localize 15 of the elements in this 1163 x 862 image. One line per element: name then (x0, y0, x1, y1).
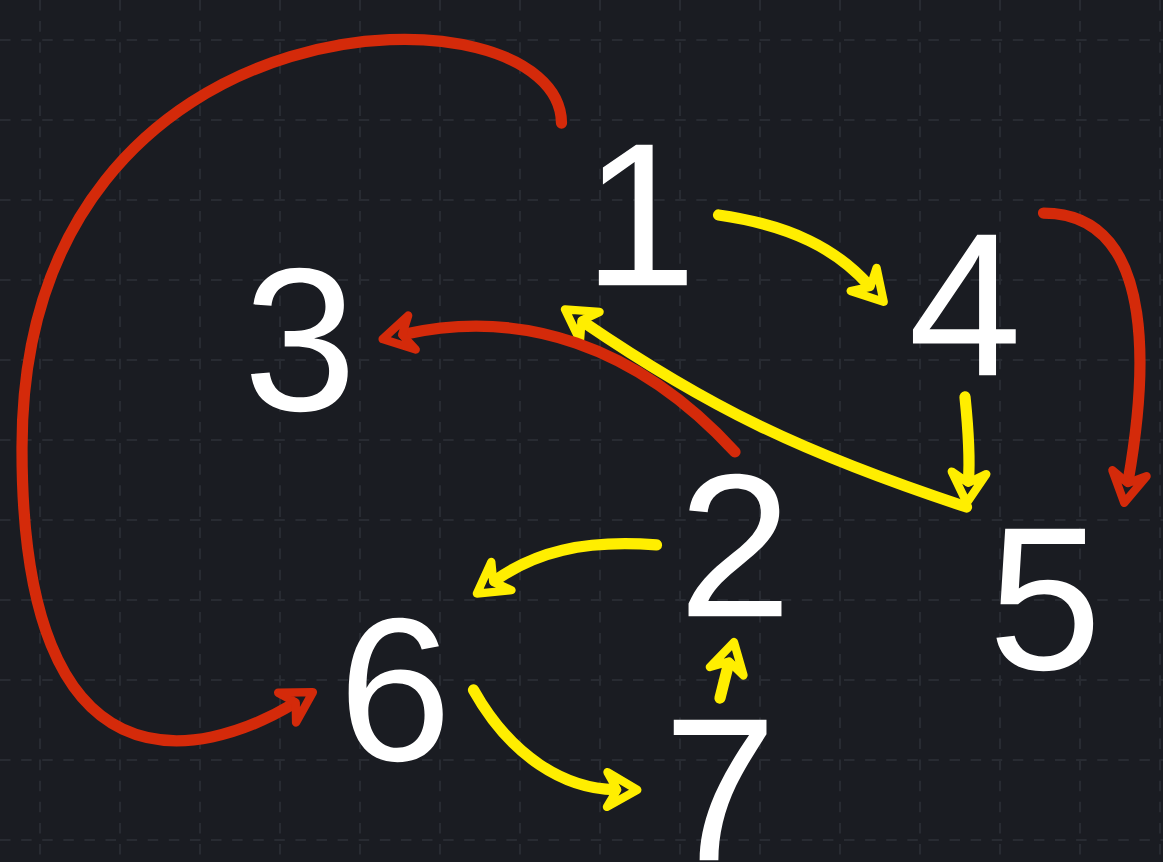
arrow (472, 538, 663, 598)
arrow (705, 637, 748, 704)
node-label: 4 (912, 234, 1016, 376)
node-label: 3 (251, 267, 348, 413)
arrow (16, 34, 568, 747)
node-label: 1 (598, 144, 687, 286)
arrow (712, 209, 888, 307)
arrow (378, 311, 741, 458)
arrow (1037, 207, 1151, 508)
node-label: 7 (673, 719, 767, 861)
node-label: 6 (348, 617, 443, 763)
node-label: 5 (996, 528, 1094, 672)
node-label: 2 (688, 473, 782, 617)
arrow (560, 305, 973, 513)
arrow (467, 684, 642, 812)
